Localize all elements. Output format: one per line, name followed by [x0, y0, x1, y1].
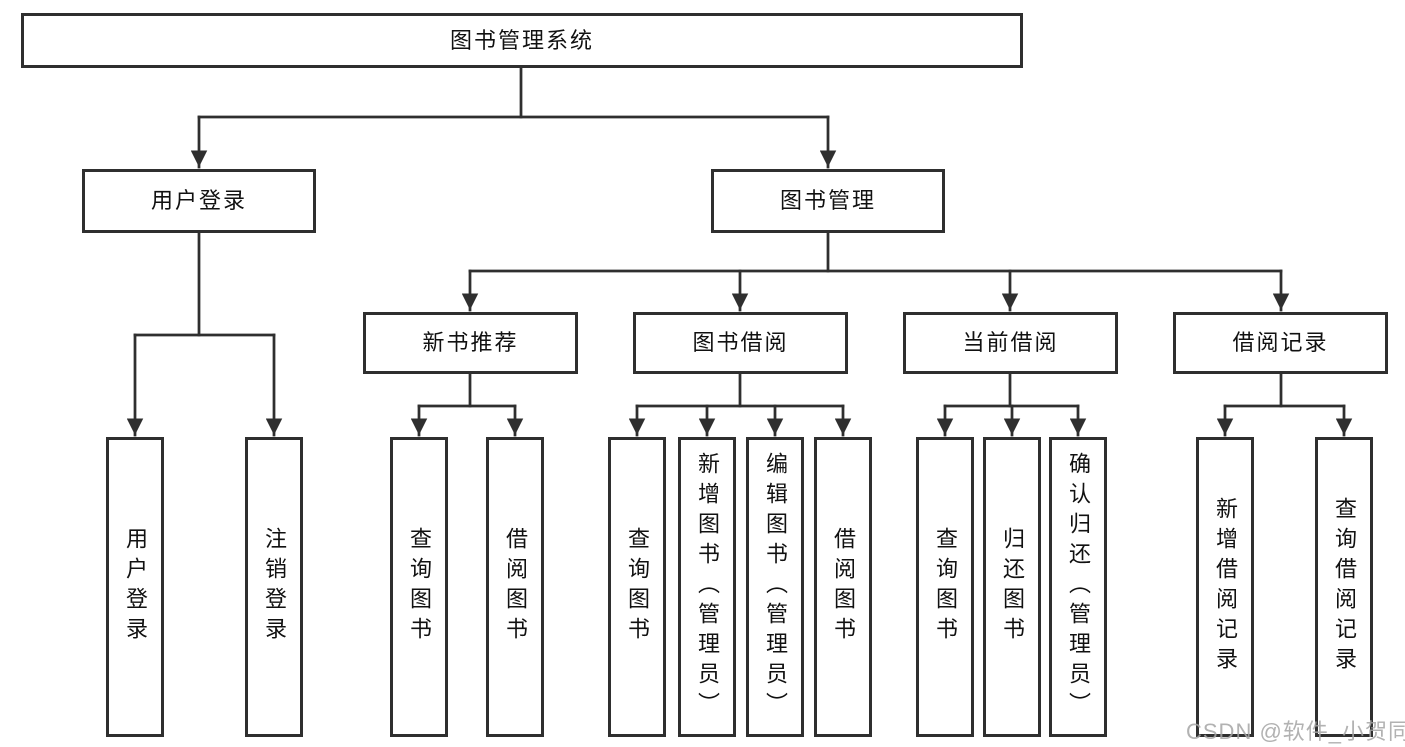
csdn-watermark: CSDN @软件_小贺同学	[1186, 719, 1405, 744]
leaf-add-borrow-record: 新增借阅记录	[1196, 437, 1254, 737]
node-current-borrowing: 当前借阅	[903, 312, 1118, 374]
leaf-logout: 注销登录	[245, 437, 303, 737]
leaf-query-borrow-record: 查询借阅记录	[1315, 437, 1373, 737]
node-new-book-recommend: 新书推荐	[363, 312, 578, 374]
node-borrowing-records: 借阅记录	[1173, 312, 1388, 374]
leaf-confirm-return-admin: 确认归还（管理员）	[1049, 437, 1107, 737]
leaf-user-login: 用户登录	[106, 437, 164, 737]
leaf-return-books: 归还图书	[983, 437, 1041, 737]
node-root-library-system: 图书管理系统	[21, 13, 1023, 68]
node-book-management: 图书管理	[711, 169, 945, 233]
leaf-borrow-books: 借阅图书	[814, 437, 872, 737]
node-user-login: 用户登录	[82, 169, 316, 233]
leaf-edit-books-admin: 编辑图书（管理员）	[746, 437, 804, 737]
leaf-borrow-query-books: 查询图书	[608, 437, 666, 737]
leaf-rec-query-books: 查询图书	[390, 437, 448, 737]
node-book-borrowing: 图书借阅	[633, 312, 848, 374]
leaf-current-query-books: 查询图书	[916, 437, 974, 737]
leaf-rec-borrow-books: 借阅图书	[486, 437, 544, 737]
leaf-add-books-admin: 新增图书（管理员）	[678, 437, 736, 737]
